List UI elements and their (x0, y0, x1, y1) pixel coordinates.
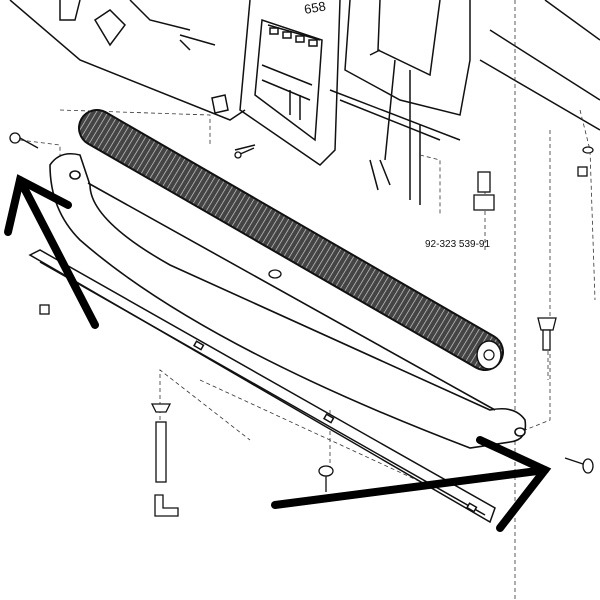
base-strip (28, 249, 496, 524)
nut-right (577, 146, 594, 177)
bolt (473, 171, 495, 211)
screw-right (564, 457, 594, 474)
screw-left (9, 132, 39, 149)
clip (537, 317, 557, 351)
model-label: 658 (303, 0, 327, 17)
bumper-rail (49, 152, 527, 449)
post (150, 403, 172, 483)
washer-bottom (318, 465, 334, 492)
nut-left (39, 304, 50, 315)
arrow-right-annotation (271, 436, 552, 532)
arrow-left-annotation (4, 174, 99, 329)
part-number-label: 92-323 539-91 (425, 239, 490, 250)
brush-roller (78, 109, 504, 371)
elbow-fitting (154, 494, 179, 517)
fasteners (9, 132, 594, 517)
small-screw-panel (234, 147, 255, 159)
control-panel-housing (9, 0, 600, 205)
washer-center (268, 269, 282, 279)
